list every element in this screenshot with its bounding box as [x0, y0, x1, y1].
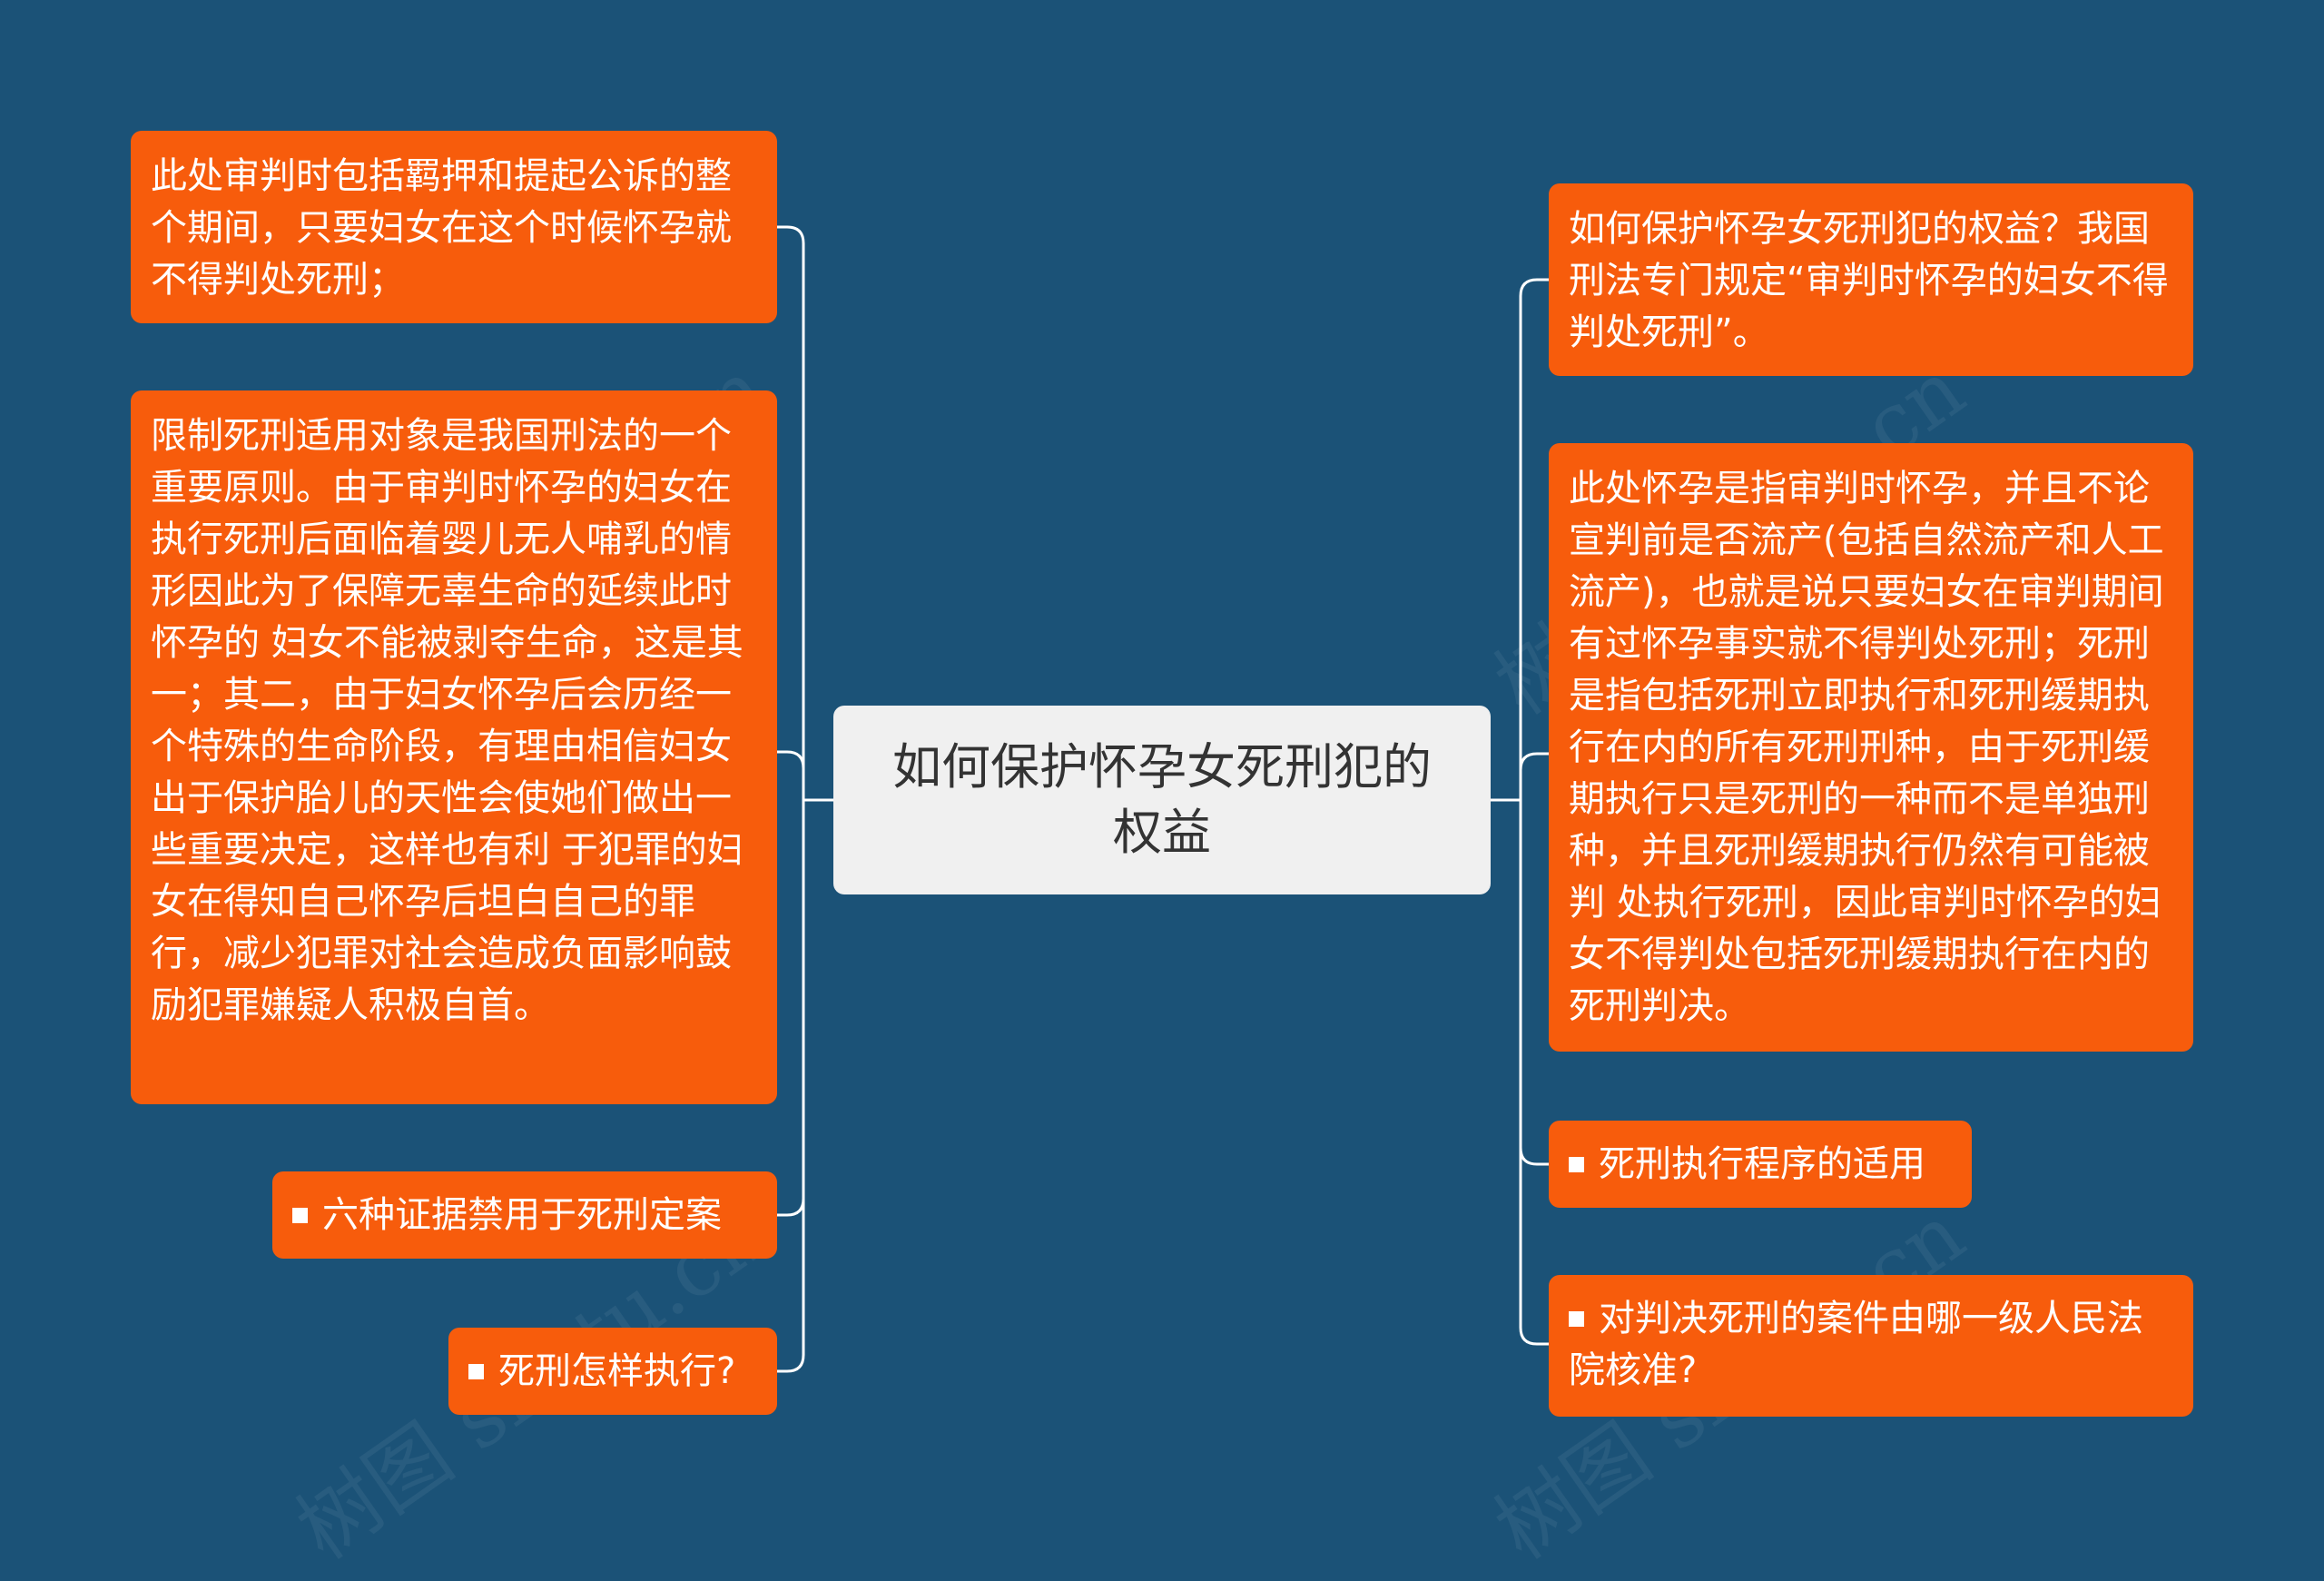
left-node-3-text: 六种证据禁用于死刑定案: [322, 1194, 722, 1236]
left-node-4-text: 死刑怎样执行?: [498, 1350, 736, 1392]
bullet-icon: [468, 1364, 484, 1379]
right-node-1-text: 如何保护怀孕女死刑犯的权益？我国刑法专门规定“审判时怀孕的妇女不得判处死刑”。: [1569, 208, 2169, 353]
left-node-4[interactable]: 死刑怎样执行?: [448, 1328, 777, 1415]
central-topic-label: 如何保护怀孕女死刑犯的权益: [892, 738, 1432, 861]
connector-right-2: [1519, 752, 1549, 800]
left-node-1-text: 此处审判时包括羁押和提起公诉的整个期间，只要妇女在这个时候怀孕就不得判处死刑；: [151, 155, 732, 301]
connector-right-4: [1519, 1148, 1549, 1346]
right-node-3[interactable]: 死刑执行程序的适用: [1549, 1121, 1972, 1208]
bullet-icon: [1569, 1311, 1584, 1327]
right-node-2[interactable]: 此处怀孕是指审判时怀孕，并且不论宣判前是否流产(包括自然流产和人工流产)，也就是…: [1549, 443, 2193, 1052]
right-node-3-text: 死刑执行程序的适用: [1599, 1143, 1925, 1185]
right-node-1[interactable]: 如何保护怀孕女死刑犯的权益？我国刑法专门规定“审判时怀孕的妇女不得判处死刑”。: [1549, 183, 2193, 376]
connector-left-2: [777, 750, 805, 800]
connector-left-4: [777, 1199, 805, 1373]
left-node-2-text: 限制死刑适用对象是我国刑法的一个重要原则。由于审判时怀孕的妇女在执行死刑后面临着…: [151, 415, 743, 1026]
right-node-4[interactable]: 对判决死刑的案件由哪一级人民法院核准?: [1549, 1275, 2193, 1417]
right-node-2-text: 此处怀孕是指审判时怀孕，并且不论宣判前是否流产(包括自然流产和人工流产)，也就是…: [1569, 468, 2164, 1027]
connector-right-1: [1519, 278, 1549, 800]
left-node-2[interactable]: 限制死刑适用对象是我国刑法的一个重要原则。由于审判时怀孕的妇女在执行死刑后面临着…: [131, 390, 777, 1104]
connector-left-3: [777, 800, 805, 1217]
bullet-icon: [292, 1208, 308, 1223]
left-node-3[interactable]: 六种证据禁用于死刑定案: [272, 1171, 777, 1259]
left-node-1[interactable]: 此处审判时包括羁押和提起公诉的整个期间，只要妇女在这个时候怀孕就不得判处死刑；: [131, 131, 777, 323]
connector-left-1: [777, 225, 805, 800]
connector-lines: [777, 225, 1549, 1373]
connector-right-3: [1519, 800, 1549, 1166]
right-node-4-text: 对判决死刑的案件由哪一级人民法院核准?: [1569, 1298, 2143, 1391]
bullet-icon: [1569, 1157, 1584, 1172]
central-topic[interactable]: 如何保护怀孕女死刑犯的权益: [833, 706, 1491, 894]
